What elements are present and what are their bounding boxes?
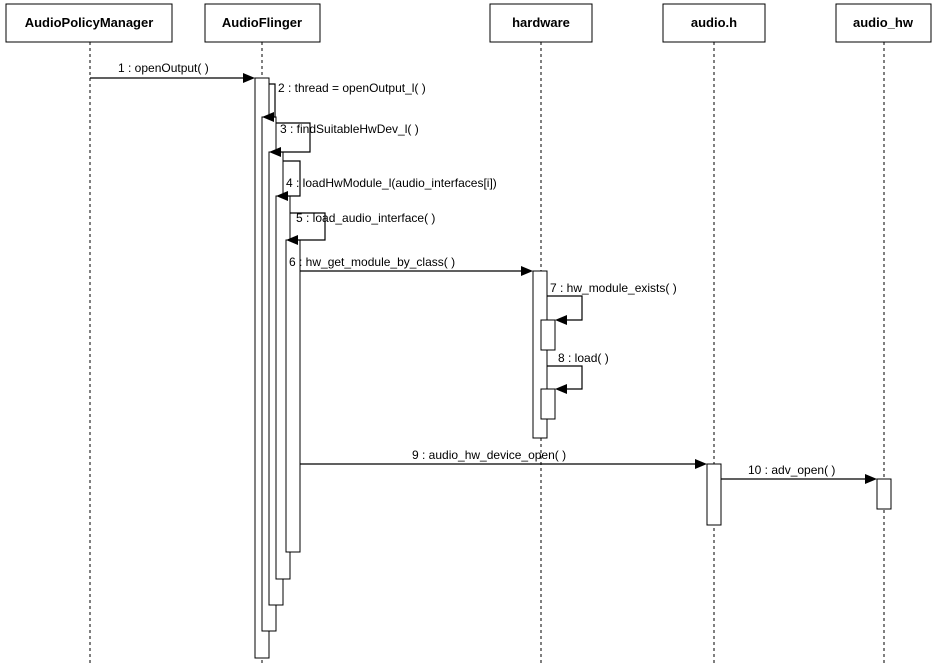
lifeline-header-box[interactable] bbox=[835, 3, 932, 43]
arrowhead-icon bbox=[276, 191, 288, 201]
lifeline-audio-hw: audio_hw bbox=[835, 3, 932, 663]
arrowhead-icon bbox=[555, 315, 567, 325]
message-5[interactable]: 5 : load_audio_interface( ) bbox=[286, 211, 435, 245]
message-label: 6 : hw_get_module_by_class( ) bbox=[289, 255, 455, 269]
message-label: 5 : load_audio_interface( ) bbox=[296, 211, 435, 225]
message-label: 9 : audio_hw_device_open( ) bbox=[412, 448, 566, 462]
activation-bar bbox=[876, 478, 892, 510]
lifeline-hardware: hardware bbox=[489, 3, 593, 663]
lifeline-header-box[interactable] bbox=[489, 3, 593, 43]
message-7[interactable]: 7 : hw_module_exists( ) bbox=[547, 281, 677, 325]
lifeline-name: hardware bbox=[512, 15, 570, 30]
message-label: 8 : load( ) bbox=[558, 351, 609, 365]
activation-bar bbox=[706, 463, 722, 526]
message-6[interactable]: 6 : hw_get_module_by_class( ) bbox=[289, 255, 533, 276]
arrowhead-icon bbox=[555, 384, 567, 394]
message-arrow-line bbox=[547, 295, 583, 321]
arrowhead-icon bbox=[286, 235, 298, 245]
arrowhead-icon bbox=[865, 474, 877, 484]
message-2[interactable]: 2 : thread = openOutput_l( ) bbox=[262, 81, 426, 122]
lifeline-header-box[interactable] bbox=[204, 3, 321, 43]
lifeline-header-box[interactable] bbox=[5, 3, 173, 43]
lifeline-name: AudioPolicyManager bbox=[25, 15, 154, 30]
message-label: 7 : hw_module_exists( ) bbox=[550, 281, 677, 295]
message-8[interactable]: 8 : load( ) bbox=[547, 351, 609, 394]
message-label: 4 : loadHwModule_l(audio_interfaces[i]) bbox=[286, 176, 497, 190]
message-label: 3 : findSuitableHwDev_l( ) bbox=[280, 122, 419, 136]
message-4[interactable]: 4 : loadHwModule_l(audio_interfaces[i]) bbox=[276, 160, 497, 201]
activation-bar bbox=[540, 388, 556, 420]
message-9[interactable]: 9 : audio_hw_device_open( ) bbox=[300, 448, 707, 469]
arrowhead-icon bbox=[521, 266, 533, 276]
lifeline-audiopolicymanager: AudioPolicyManager bbox=[5, 3, 173, 663]
message-arrow-line bbox=[547, 365, 583, 390]
message-label: 2 : thread = openOutput_l( ) bbox=[278, 81, 426, 95]
lifeline-name: AudioFlinger bbox=[222, 15, 302, 30]
message-arrow-line bbox=[290, 212, 326, 241]
message-arrow-line bbox=[283, 160, 301, 197]
message-1[interactable]: 1 : openOutput( ) bbox=[90, 61, 255, 83]
message-3[interactable]: 3 : findSuitableHwDev_l( ) bbox=[269, 122, 419, 157]
lifeline-audio-h: audio.h bbox=[662, 3, 766, 663]
message-10[interactable]: 10 : adv_open( ) bbox=[721, 463, 877, 484]
message-arrow-line bbox=[276, 122, 311, 153]
message-arrow-line bbox=[269, 83, 276, 118]
message-label: 10 : adv_open( ) bbox=[748, 463, 835, 477]
arrowhead-icon bbox=[243, 73, 255, 83]
arrowhead-icon bbox=[269, 147, 281, 157]
activation-bar bbox=[285, 239, 301, 553]
message-label: 1 : openOutput( ) bbox=[118, 61, 209, 75]
arrowhead-icon bbox=[695, 459, 707, 469]
lifeline-name: audio.h bbox=[691, 15, 737, 30]
lifeline-name: audio_hw bbox=[853, 15, 914, 30]
arrowhead-icon bbox=[262, 112, 274, 122]
activation-bar bbox=[540, 319, 556, 351]
lifeline-header-box[interactable] bbox=[662, 3, 766, 43]
